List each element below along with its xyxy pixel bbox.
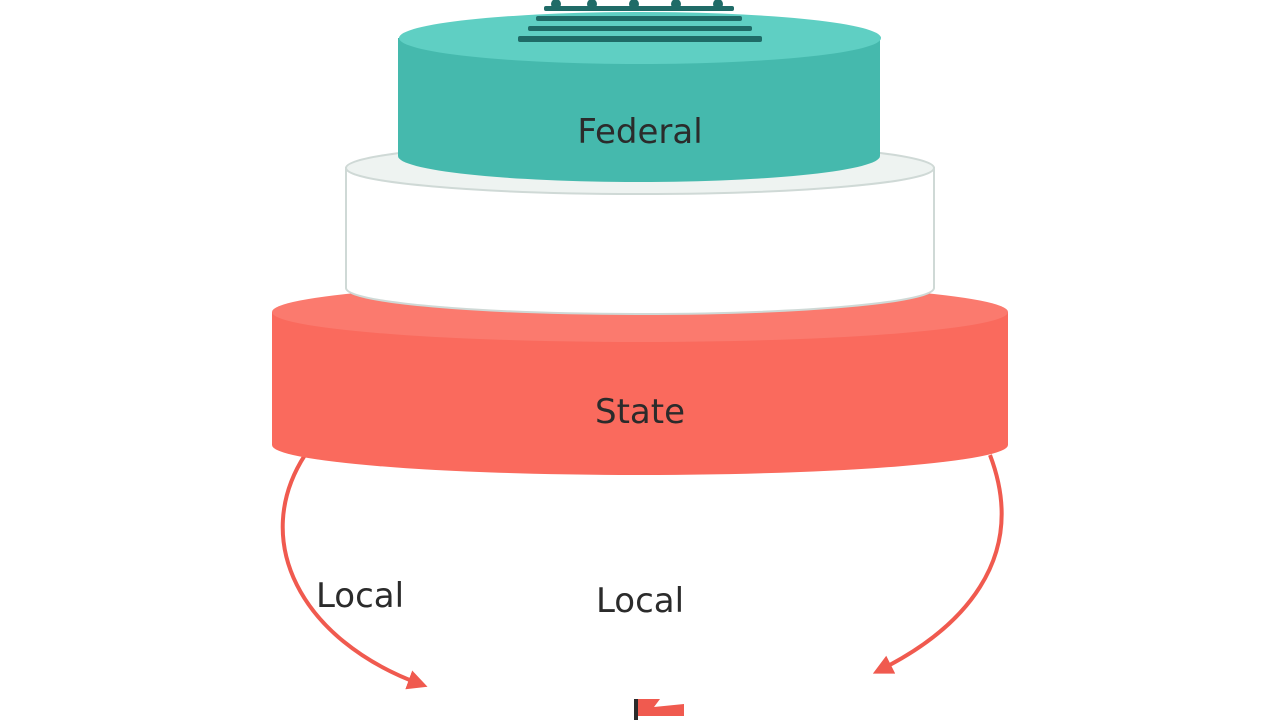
tier-federal-label: Federal	[577, 112, 702, 152]
capitol-steps-icon	[518, 0, 762, 42]
left-arrow	[280, 453, 428, 690]
right-arrow	[872, 454, 1004, 674]
local-label-left: Local	[316, 576, 404, 616]
flag-icon	[634, 699, 684, 720]
tier-federal-side	[398, 38, 880, 182]
tier-middle-side	[345, 167, 935, 315]
local-label-center: Local	[596, 581, 684, 621]
tier-state-label: State	[595, 392, 685, 432]
tier-state-side	[272, 312, 1008, 475]
